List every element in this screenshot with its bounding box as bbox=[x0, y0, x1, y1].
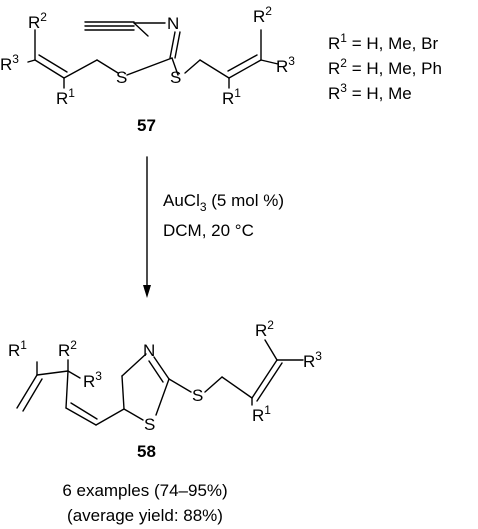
ring-s-c5-bond bbox=[123, 408, 144, 421]
alkene-right-bond-2 bbox=[227, 54, 258, 72]
r2-product-right-bond bbox=[264, 339, 278, 361]
vinyl-double-bond-2 bbox=[22, 378, 43, 412]
alkene-left-bond-1 bbox=[34, 59, 65, 79]
ch2-c-left-bond bbox=[63, 59, 98, 79]
average-yield-text: (average yield: 88%) bbox=[67, 506, 223, 525]
solvent-temperature-label: DCM, 20 °C bbox=[163, 221, 254, 240]
sulfur-right-label: S bbox=[170, 68, 181, 87]
c2-s-chain-bond bbox=[168, 378, 192, 393]
legend-r2: R2 = H, Me, Ph bbox=[328, 56, 442, 78]
catalyst-label: AuCl3 (5 mol %) bbox=[163, 191, 284, 214]
r3-left-bond bbox=[27, 59, 36, 63]
compound-number-57: 57 bbox=[137, 116, 156, 135]
s-ch2-right-bond bbox=[184, 59, 201, 74]
product-structure bbox=[16, 339, 304, 426]
cis-alkene-bond-1 bbox=[65, 407, 97, 426]
r3-right-bond bbox=[260, 59, 279, 65]
s-ch2-product-bond bbox=[204, 376, 223, 393]
r2-left-label: R2 bbox=[28, 10, 47, 32]
ring-c4-n-bond bbox=[121, 353, 147, 377]
sulfur-left-label: S bbox=[116, 68, 127, 87]
imine-double-bond-2 bbox=[174, 31, 181, 59]
r1-right-label: R1 bbox=[222, 86, 241, 108]
c-s-left-bond bbox=[126, 57, 173, 76]
vinyl-to-quaternary-bond bbox=[36, 370, 69, 376]
imine-double-bond-1 bbox=[169, 31, 176, 59]
ring-n-c2-bond-2 bbox=[148, 360, 164, 383]
imine-nitrogen-label: N bbox=[167, 14, 179, 33]
legend-r1: R1 = H, Me, Br bbox=[328, 31, 438, 53]
r3-right-label: R3 bbox=[276, 54, 295, 76]
compound-number-58: 58 bbox=[137, 442, 156, 461]
r1-product-right-label: R1 bbox=[252, 403, 271, 425]
quaternary-to-alkene-bond bbox=[65, 370, 69, 409]
alkene-right-bond-1 bbox=[228, 59, 262, 79]
alkene-to-ring-bond bbox=[95, 408, 125, 426]
r3-product-right-label: R3 bbox=[303, 349, 322, 371]
examples-count-text: 6 examples (74–95%) bbox=[62, 481, 227, 500]
r2-product-left-label: R2 bbox=[58, 338, 77, 360]
r3-product-bond bbox=[67, 370, 81, 379]
vinyl-double-bond-1 bbox=[16, 374, 38, 409]
cis-alkene-bond-2 bbox=[70, 402, 98, 420]
chain-sulfur-label: S bbox=[192, 386, 203, 405]
r2-product-right-label: R2 bbox=[255, 318, 274, 340]
c-s-right-bond bbox=[171, 57, 179, 76]
ch2-alkene-product-bond bbox=[221, 376, 253, 399]
ring-c2-s-bond bbox=[155, 378, 170, 416]
propargyl-ch2-bond bbox=[133, 22, 149, 37]
product-alkene-bond-2 bbox=[256, 362, 283, 402]
ring-c5-c4-bond bbox=[121, 375, 125, 410]
r2-right-label: R2 bbox=[253, 4, 272, 26]
s-ch2-left-bond bbox=[96, 59, 119, 74]
product-alkene-bond-1 bbox=[251, 359, 278, 399]
reaction-arrow-head bbox=[143, 285, 151, 298]
ring-sulfur-label: S bbox=[144, 415, 155, 434]
r1-left-label: R1 bbox=[56, 86, 75, 108]
ch2-c-right-bond bbox=[199, 59, 230, 79]
alkene-left-bond-2 bbox=[38, 54, 68, 73]
r1-product-left-label: R1 bbox=[8, 338, 27, 360]
ring-nitrogen-label: N bbox=[143, 341, 155, 360]
legend-r3: R3 = H, Me bbox=[328, 81, 412, 103]
ring-n-c2-bond-1 bbox=[153, 356, 170, 380]
starting-material-structure bbox=[27, 21, 279, 89]
r3-product-left-label: R3 bbox=[83, 369, 102, 391]
r3-left-label: R3 bbox=[0, 52, 19, 74]
